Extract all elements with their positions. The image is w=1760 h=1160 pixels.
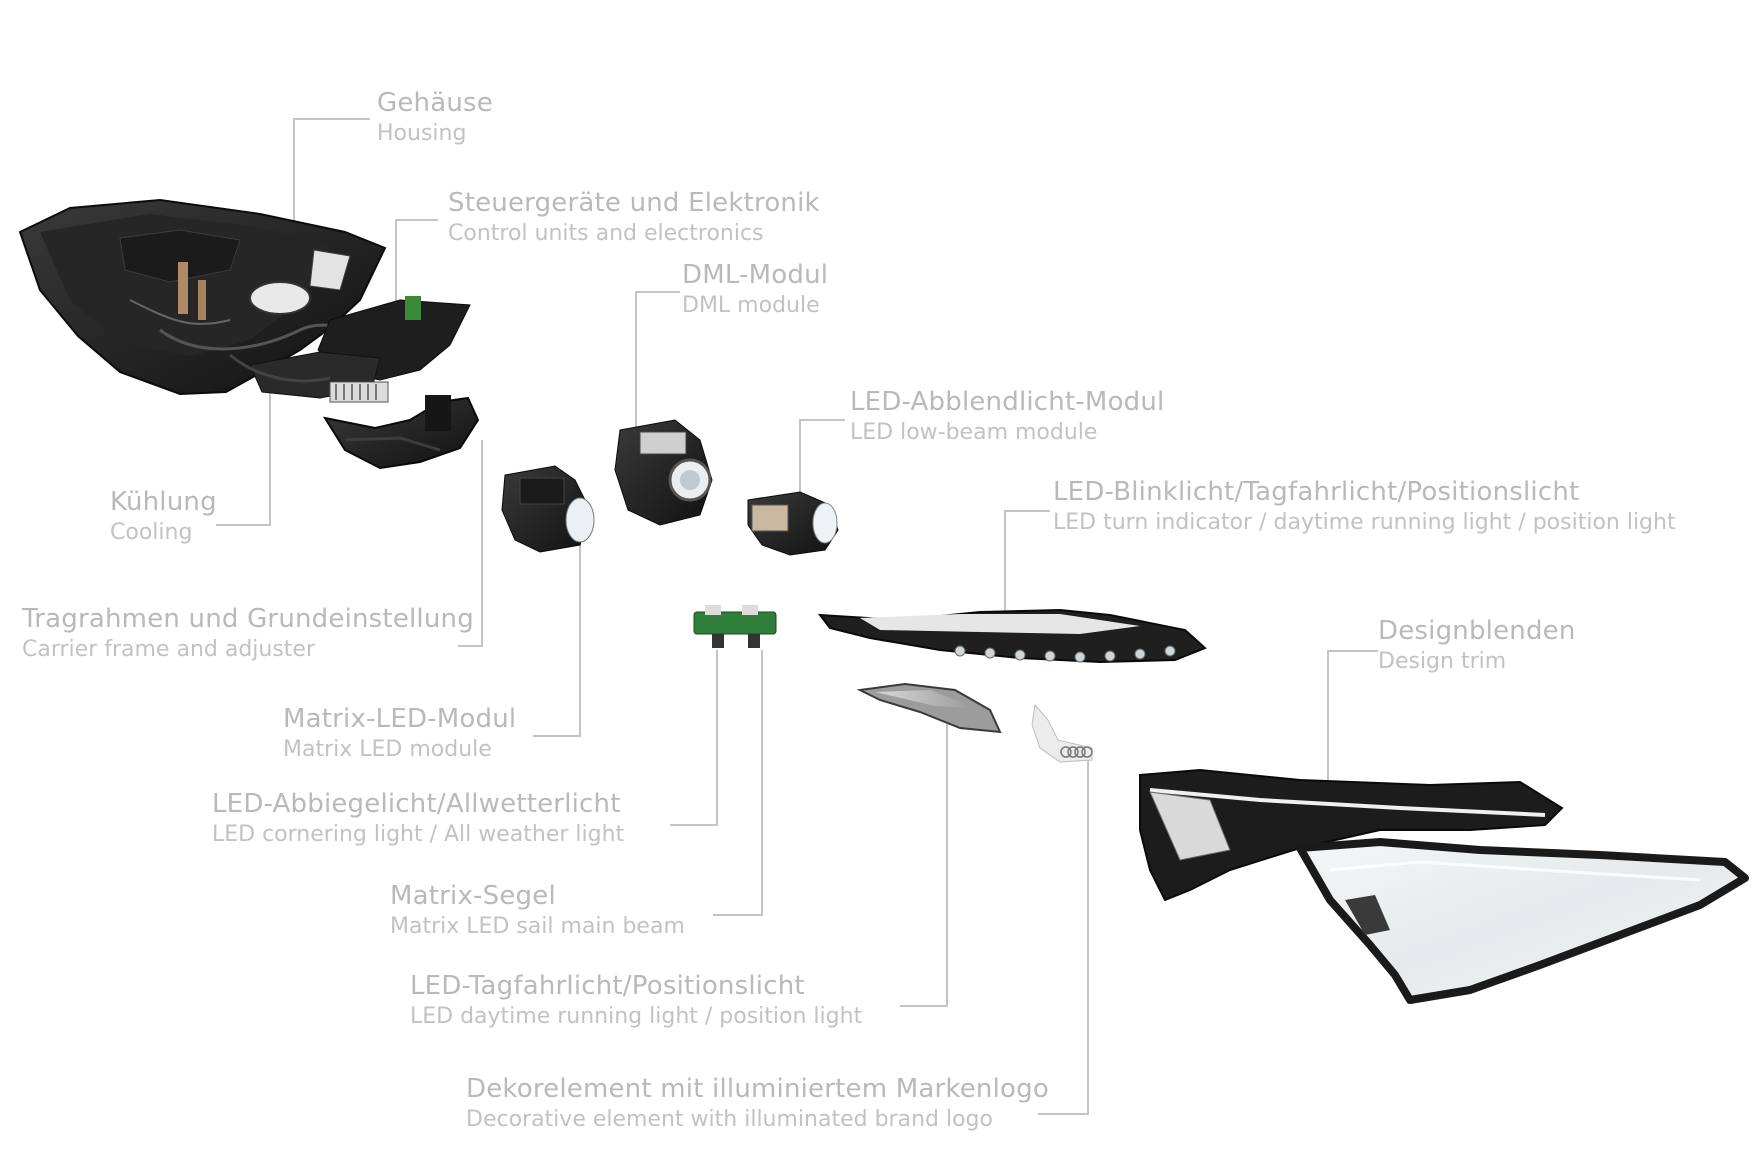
label-turn-indicator-en: LED turn indicator / daytime running lig… [1053,510,1676,535]
label-control-units: Steuergeräte und Elektronik Control unit… [448,190,820,245]
leader-matrix-led [533,530,581,737]
matrix-led-part [501,465,595,553]
label-design-trim: Designblenden Design trim [1378,618,1576,673]
label-matrix-sail-en: Matrix LED sail main beam [390,914,685,939]
label-carrier-frame-de: Tragrahmen und Grundeinstellung [22,604,474,634]
dml-module-part [614,419,713,526]
label-dml-module: DML-Modul DML module [682,262,828,317]
label-low-beam-de: LED-Abblendlicht-Modul [850,387,1165,417]
label-matrix-led-de: Matrix-LED-Modul [283,704,517,734]
leader-cornering [670,650,718,826]
label-low-beam-en: LED low-beam module [850,420,1098,445]
label-turn-indicator-de: LED-Blinklicht/Tagfahrlicht/Positionslic… [1053,477,1580,507]
label-cooling: Kühlung Cooling [110,489,217,544]
label-deco-logo: Dekorelement mit illuminiertem Markenlog… [466,1076,1049,1131]
label-design-trim-de: Designblenden [1378,616,1576,646]
label-cornering-light: LED-Abbiegelicht/Allwetterlicht LED corn… [212,791,624,846]
label-drl-position-en: LED daytime running light / position lig… [410,1004,863,1029]
leader-deco-logo [1038,755,1089,1115]
label-carrier-frame: Tragrahmen und Grundeinstellung Carrier … [22,606,474,661]
cornering-light-part [693,605,777,648]
deco-logo-part [1031,703,1093,763]
label-deco-logo-en: Decorative element with illuminated bran… [466,1107,993,1132]
drl-position-part [856,682,1002,734]
turn-indicator-part [817,608,1207,664]
label-design-trim-en: Design trim [1378,649,1507,674]
label-matrix-sail: Matrix-Segel Matrix LED sail main beam [390,883,685,938]
label-dml-module-de: DML-Modul [682,260,829,290]
low-beam-part [747,491,839,556]
leader-turn-indicator [1004,510,1050,625]
leader-housing [293,118,370,265]
label-deco-logo-de: Dekorelement mit illuminiertem Markenlog… [466,1074,1049,1104]
leader-control-units [395,219,438,330]
leader-dml [635,291,680,450]
label-matrix-led-en: Matrix LED module [283,737,492,762]
leader-cooling [216,393,271,526]
label-cooling-en: Cooling [110,520,193,545]
label-housing-de: Gehäuse [377,88,493,118]
control-units-part [229,296,471,403]
label-drl-position: LED-Tagfahrlicht/Positionslicht LED dayt… [410,973,862,1028]
label-cornering-light-de: LED-Abbiegelicht/Allwetterlicht [212,789,621,819]
label-housing: Gehäuse Housing [377,90,493,145]
label-dml-module-en: DML module [682,293,820,318]
label-turn-indicator: LED-Blinklicht/Tagfahrlicht/Positionslic… [1053,479,1676,534]
label-control-units-de: Steuergeräte und Elektronik [448,188,820,218]
carrier-frame-part [322,395,480,470]
label-low-beam: LED-Abblendlicht-Modul LED low-beam modu… [850,389,1164,444]
label-housing-en: Housing [377,121,467,146]
leader-drl [900,720,948,1007]
label-cornering-light-en: LED cornering light / All weather light [212,822,625,847]
label-control-units-en: Control units and electronics [448,221,764,246]
label-cooling-de: Kühlung [110,487,217,517]
design-trim-part [1139,768,1564,902]
leader-carrier [458,440,483,647]
leader-low-beam [799,419,845,510]
outer-lens-part [1296,838,1749,1004]
label-carrier-frame-en: Carrier frame and adjuster [22,637,316,662]
label-matrix-sail-de: Matrix-Segel [390,881,556,911]
label-matrix-led: Matrix-LED-Modul Matrix LED module [283,706,516,761]
leader-lines [216,118,1378,1115]
leader-design-trim [1327,650,1378,815]
label-drl-position-de: LED-Tagfahrlicht/Positionslicht [410,971,805,1001]
housing-part [18,198,391,396]
leader-sail [713,650,763,916]
